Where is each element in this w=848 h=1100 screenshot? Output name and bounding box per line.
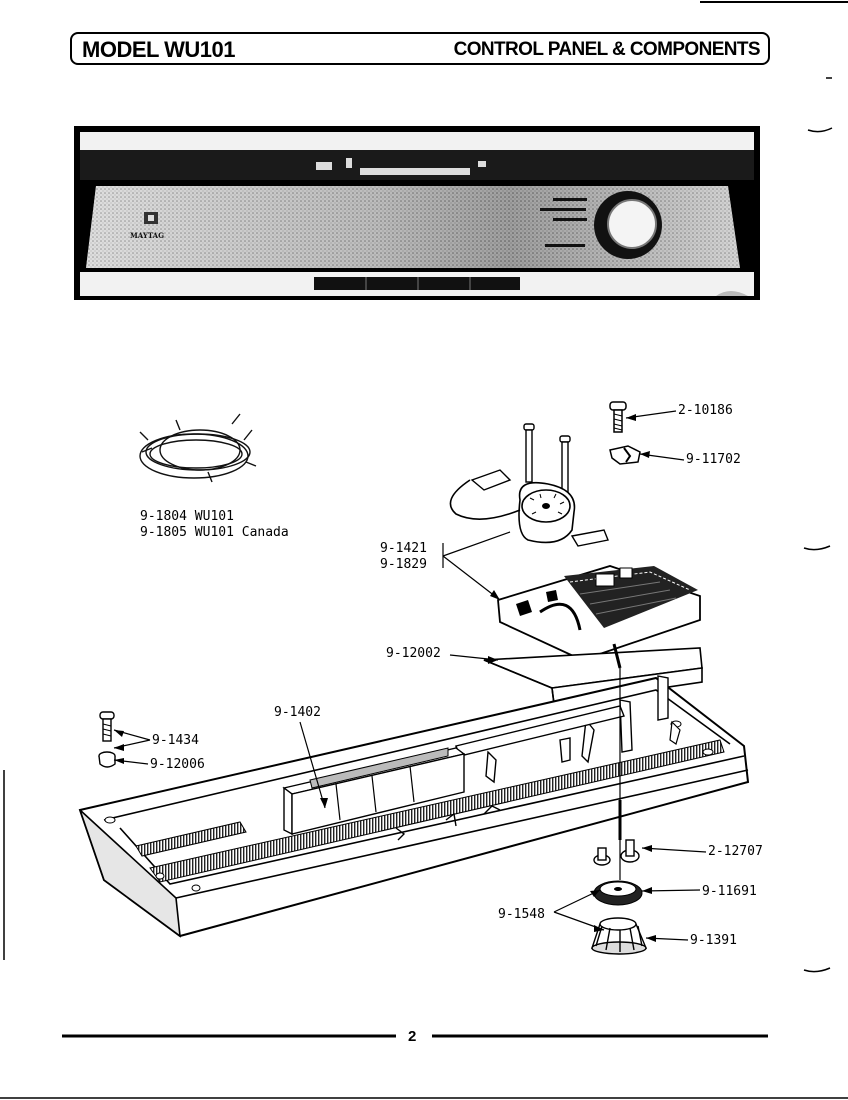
callout-2-12707: 2-12707 <box>708 844 763 859</box>
callout-9-12002: 9-12002 <box>386 646 441 661</box>
screw-2-10186 <box>609 401 627 433</box>
callout-9-11691: 9-11691 <box>702 884 757 899</box>
dial-9-11691 <box>593 880 643 906</box>
callout-9-1402: 9-1402 <box>274 705 321 720</box>
maytag-logo: MAYTAG <box>130 212 164 240</box>
wire-harness <box>139 413 257 483</box>
page-number: 2 <box>408 1028 417 1045</box>
leader-arrowheads <box>114 590 656 942</box>
callout-9-1548: 9-1548 <box>498 907 545 922</box>
timer-switch-block <box>497 565 701 661</box>
callout-9-1434: 9-1434 <box>152 733 199 748</box>
washer-9-12006 <box>98 751 116 768</box>
callout-9-1829: 9-1829 <box>380 557 427 572</box>
callout-9-11702: 9-11702 <box>686 452 741 467</box>
control-panel-photo: MAYTAG <box>74 126 760 300</box>
bolts-2-12707 <box>593 839 640 866</box>
callout-2-10186: 2-10186 <box>678 403 733 418</box>
brand-text: MAYTAG <box>130 231 164 240</box>
callout-9-1391: 9-1391 <box>690 933 737 948</box>
insert-9-1402 <box>282 747 466 836</box>
section-title: CONTROL PANEL & COMPONENTS <box>453 39 761 60</box>
callout-9-1421: 9-1421 <box>380 541 427 556</box>
callout-9-1804: 9-1804 WU101 <box>140 509 234 524</box>
header-frame <box>70 32 770 65</box>
knob-9-1391 <box>591 917 648 955</box>
console-tray <box>78 675 750 938</box>
timer-motor <box>449 469 609 547</box>
callout-9-1805: 9-1805 WU101 Canada <box>140 525 289 540</box>
screw-9-1434 <box>99 711 115 742</box>
clip-9-11702 <box>609 445 641 465</box>
model-title: MODEL WU101 <box>82 37 236 62</box>
callout-9-12006: 9-12006 <box>150 757 205 772</box>
